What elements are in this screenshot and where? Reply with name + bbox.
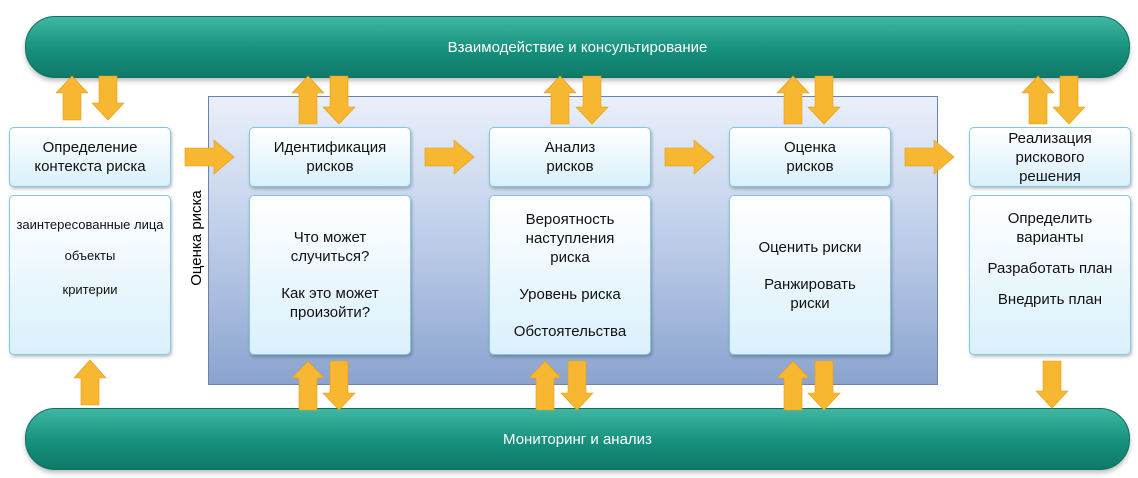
identification-details-box: Что может случиться? Как это может произ… — [249, 195, 411, 355]
analysis-item-circumstances: Обстоятельства — [513, 322, 627, 340]
context-item-stakeholders: заинтересованные лица — [16, 217, 164, 232]
right-arrow-icon — [664, 139, 715, 175]
treatment-item-plan: Разработать план — [987, 260, 1113, 277]
analysis-item-probability: Вероятность наступления риска — [525, 210, 615, 266]
top-arrow-pair-4 — [776, 75, 841, 125]
up-arrow-icon — [528, 360, 562, 411]
down-arrow-icon — [575, 75, 609, 125]
context-item-objects: объекты — [64, 248, 116, 263]
down-arrow-icon — [1035, 360, 1069, 409]
up-arrow-icon — [776, 75, 810, 125]
analysis-details-box: Вероятность наступления риска Уровень ри… — [489, 195, 651, 355]
evaluation-title: Оценка рисков — [784, 139, 836, 175]
monitoring-review-label: Мониторинг и анализ — [503, 430, 652, 448]
communication-consultation-label: Взаимодействие и консультирование — [447, 38, 708, 56]
analysis-title: Анализ рисков — [544, 139, 596, 175]
up-arrow-icon — [73, 359, 107, 406]
down-arrow-icon — [322, 360, 356, 411]
identification-item-1: Что может случиться? — [290, 229, 370, 265]
evaluation-item-rank: Ранжировать риски — [764, 275, 856, 312]
evaluation-item-evaluate: Оценить риски — [758, 238, 862, 256]
analysis-header-box: Анализ рисков — [489, 127, 651, 187]
evaluation-header-box: Оценка рисков — [729, 127, 891, 187]
identification-item-2: Как это может произойти? — [281, 285, 379, 321]
up-arrow-icon — [776, 360, 810, 411]
up-arrow-icon — [291, 75, 325, 125]
top-arrow-pair-5 — [1021, 75, 1086, 125]
bottom-arrow-pair-3 — [528, 360, 594, 411]
treatment-details-box: Определить варианты Разработать план Вне… — [969, 195, 1131, 355]
top-arrow-pair-1 — [55, 75, 125, 121]
identification-title: Идентификация рисков — [273, 139, 387, 175]
analysis-item-level: Уровень риска — [519, 285, 621, 303]
up-arrow-icon — [55, 75, 89, 121]
top-arrow-pair-3 — [543, 75, 609, 125]
down-arrow-icon — [91, 75, 125, 121]
up-arrow-icon — [291, 360, 325, 411]
down-arrow-icon — [807, 360, 841, 411]
treatment-title: Реализация рискового решения — [1008, 129, 1092, 185]
right-arrow-icon — [184, 139, 235, 175]
down-arrow-icon — [1052, 75, 1086, 125]
down-arrow-icon — [322, 75, 356, 125]
bottom-arrow-pair-2 — [291, 360, 356, 411]
right-arrow-icon — [424, 139, 475, 175]
communication-consultation-bar: Взаимодействие и консультирование — [25, 16, 1130, 78]
right-arrow-icon — [904, 139, 955, 175]
treatment-item-implement: Внедрить план — [997, 291, 1103, 308]
top-arrow-pair-2 — [291, 75, 356, 125]
treatment-header-box: Реализация рискового решения — [969, 127, 1131, 187]
down-arrow-icon — [560, 360, 594, 411]
context-title: Определение контекста риска — [34, 139, 146, 175]
evaluation-details-box: Оценить риски Ранжировать риски — [729, 195, 891, 355]
up-arrow-icon — [543, 75, 577, 125]
up-arrow-icon — [1021, 75, 1055, 125]
context-details-box: заинтересованные лица объекты критерии — [9, 195, 171, 355]
down-arrow-icon — [807, 75, 841, 125]
bottom-arrow-pair-4 — [776, 360, 841, 411]
treatment-item-options: Определить варианты — [1007, 210, 1093, 246]
context-item-criteria: критерии — [62, 282, 118, 297]
identification-header-box: Идентификация рисков — [249, 127, 411, 187]
monitoring-review-bar: Мониторинг и анализ — [25, 408, 1130, 470]
context-header-box: Определение контекста риска — [9, 127, 171, 187]
